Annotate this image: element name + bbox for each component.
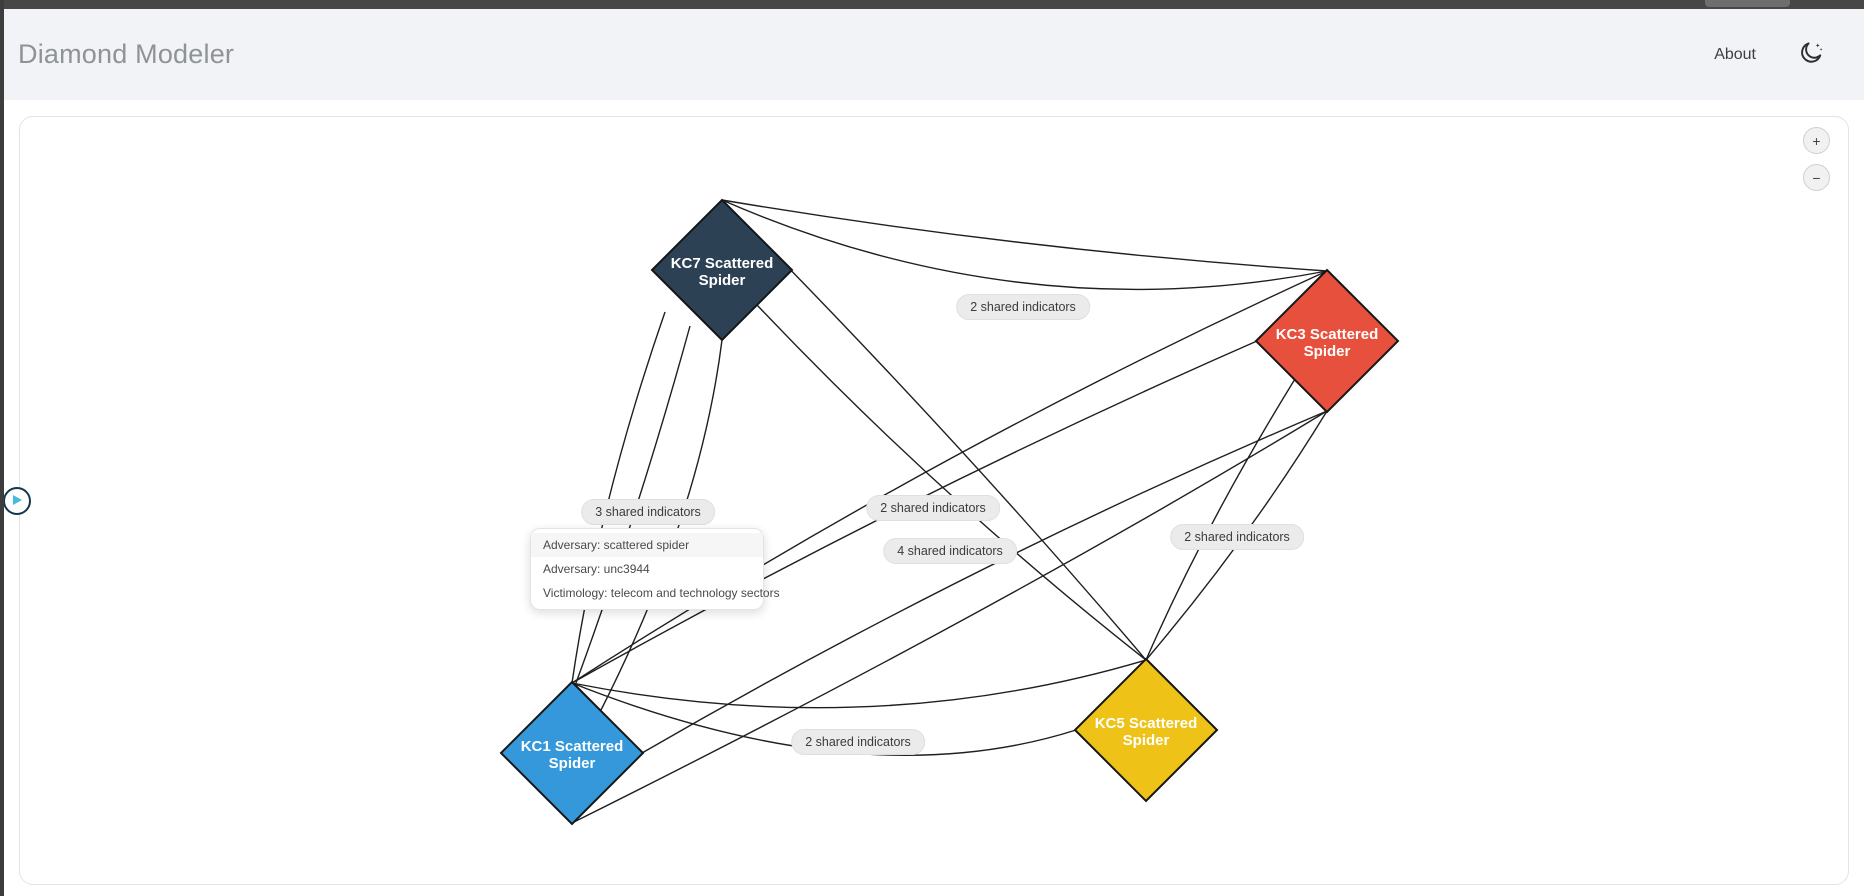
zoom-controls: + −: [1803, 127, 1830, 191]
window-left-border: [0, 0, 4, 896]
app-header: Diamond Modeler About: [0, 9, 1864, 100]
page-title: Diamond Modeler: [18, 39, 235, 69]
graph-edge-kc7-kc5[interactable]: [756, 304, 1147, 661]
edge-tooltip: Adversary: scattered spider Adversary: u…: [530, 528, 780, 610]
diamond-shape[interactable]: [1254, 268, 1400, 414]
graph-edge-kc7-kc3[interactable]: [721, 199, 1328, 291]
tooltip-row: Adversary: unc3944: [543, 562, 650, 576]
window-top-bar: [0, 0, 1864, 9]
zoom-in-button[interactable]: +: [1803, 127, 1830, 154]
diamond-shape[interactable]: [499, 680, 645, 826]
graph-edge-kc7-kc1[interactable]: [571, 311, 666, 684]
tooltip-row: Adversary: scattered spider: [531, 533, 763, 557]
graph-edge-kc3-kc5[interactable]: [1145, 378, 1296, 661]
graph-edge-kc1-kc3[interactable]: [571, 270, 1328, 684]
graph-edge-kc1-kc5[interactable]: [571, 659, 1147, 709]
graph-edge-kc7-kc1[interactable]: [599, 339, 723, 713]
graph-edge-kc1-kc3[interactable]: [641, 410, 1328, 754]
moon-icon: [1798, 40, 1824, 69]
diamond-shape[interactable]: [1073, 657, 1219, 803]
edge-label[interactable]: 2 shared indicators: [866, 495, 1000, 521]
zoom-out-button[interactable]: −: [1803, 164, 1830, 191]
edge-label[interactable]: 3 shared indicators: [581, 499, 715, 525]
tooltip-row: Victimology: telecom and technology sect…: [543, 586, 780, 600]
edge-label[interactable]: 4 shared indicators: [883, 538, 1017, 564]
graph-edge-kc1-kc3[interactable]: [571, 410, 1328, 824]
edge-label[interactable]: 2 shared indicators: [791, 729, 925, 755]
scrollbar-thumb[interactable]: [1705, 0, 1790, 7]
about-link[interactable]: About: [1714, 45, 1756, 63]
diamond-shape[interactable]: [650, 198, 794, 342]
edge-label[interactable]: 2 shared indicators: [956, 294, 1090, 320]
expand-panel-button[interactable]: [3, 487, 31, 515]
graph-edge-kc7-kc3[interactable]: [721, 199, 1328, 272]
play-icon: [11, 494, 23, 509]
edge-label[interactable]: 2 shared indicators: [1170, 524, 1304, 550]
theme-toggle-button[interactable]: [1798, 40, 1824, 69]
